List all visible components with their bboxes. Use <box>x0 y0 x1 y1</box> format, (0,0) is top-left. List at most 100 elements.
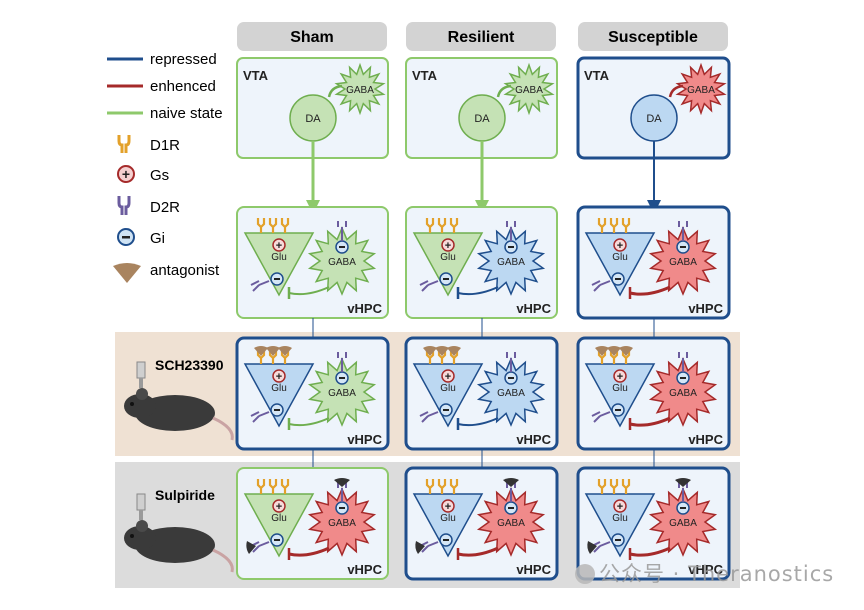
vhpc-label: vHPC <box>516 301 551 316</box>
glu-neuron <box>412 493 484 558</box>
vhpc-gaba-label: GABA <box>497 388 525 399</box>
d2r-receptor <box>250 411 270 423</box>
gs-plus-label: + <box>445 501 451 513</box>
d1r-receptor <box>449 479 459 494</box>
glu-neuron <box>243 232 315 297</box>
gi-minus-bar <box>274 539 280 541</box>
vhpc-gaba-neuron <box>648 357 718 427</box>
antagonist-wedge <box>334 478 350 487</box>
inhibitory-connection <box>457 546 499 557</box>
header-resilient <box>406 22 556 51</box>
vhpc-gaba-neuron <box>307 487 377 557</box>
vhpc-gaba-neuron <box>476 357 546 427</box>
antagonist-wedge <box>595 346 609 356</box>
gaba-gi-bar <box>339 246 345 248</box>
gs-plus-icon <box>613 238 627 252</box>
vhpc-gaba-neuron <box>476 226 546 296</box>
d1r-receptor <box>609 479 619 494</box>
glu-neuron <box>412 363 484 428</box>
antagonist-wedge <box>423 346 437 356</box>
gs-plus-icon <box>441 238 455 252</box>
d1r-receptor <box>449 218 459 233</box>
legend-enhenced-label: enhenced <box>150 78 216 95</box>
gs-plus-label: + <box>276 240 282 252</box>
glu-neuron <box>243 493 315 558</box>
gs-plus-label: + <box>445 371 451 383</box>
vhpc-gaba-label: GABA <box>497 518 525 529</box>
legend-gi-label: Gi <box>150 230 165 247</box>
inhibitory-connection <box>457 286 499 296</box>
header-sham-label: Sham <box>290 29 334 46</box>
vta-label: VTA <box>412 68 438 83</box>
d1r-receptor <box>621 218 631 233</box>
inhibitory-connection <box>288 286 330 296</box>
row-label-sulpiride: Sulpiride <box>155 487 215 503</box>
gaba-d2r-receptor <box>337 221 347 241</box>
d1r-receptor <box>597 479 607 494</box>
vta-label: VTA <box>243 68 269 83</box>
antagonist-wedge <box>607 346 621 356</box>
vhpc-label: vHPC <box>516 562 551 577</box>
d1r-receptor <box>256 218 266 233</box>
vhpc-gaba-neuron <box>648 226 718 296</box>
gs-plus-label: + <box>617 371 623 383</box>
glu-label: Glu <box>271 252 287 263</box>
d2r-receptor <box>591 411 611 423</box>
vhpc-gaba-neuron <box>648 487 718 557</box>
vhpc-gaba-label: GABA <box>669 518 697 529</box>
da-label: DA <box>646 113 662 125</box>
gaba-gi-bar <box>508 246 514 248</box>
gi-minus-bar <box>615 539 621 541</box>
vhpc-label: vHPC <box>347 301 382 316</box>
vhpc-gaba-neuron <box>307 357 377 427</box>
svg-text:+: + <box>122 166 130 182</box>
gs-plus-label: + <box>445 240 451 252</box>
vhpc-gaba-label: GABA <box>328 257 356 268</box>
gs-plus-icon <box>272 238 286 252</box>
vhpc-gaba-label: GABA <box>328 388 356 399</box>
header-resilient-label: Resilient <box>448 29 515 46</box>
gi-minus-bar <box>274 278 280 280</box>
vta-gaba-label: GABA <box>515 85 543 96</box>
glu-label: Glu <box>271 383 287 394</box>
gs-plus-label: + <box>617 501 623 513</box>
antagonist-wedge <box>266 346 280 356</box>
glu-neuron <box>243 363 315 428</box>
wechat-icon <box>575 564 595 584</box>
antagonist-wedge <box>619 346 633 356</box>
gs-plus-icon <box>441 499 455 513</box>
d2r-receptor <box>419 411 439 423</box>
gs-plus-icon <box>613 499 627 513</box>
header-susceptible-label: Susceptible <box>608 29 698 46</box>
glu-label: Glu <box>612 513 628 524</box>
inhibitory-connection <box>629 546 671 557</box>
gaba-d2r-receptor <box>506 352 516 372</box>
inhibitory-connection <box>457 417 499 427</box>
glu-label: Glu <box>440 513 456 524</box>
antagonist-wedge <box>587 541 597 554</box>
vta-gaba-label: GABA <box>346 85 374 96</box>
vta-gaba-neuron <box>334 62 386 116</box>
d2r-receptor-icon <box>117 196 131 215</box>
gaba-gi-bar <box>680 507 686 509</box>
inhibitory-connection <box>288 417 330 427</box>
inhibitory-connection <box>496 84 512 98</box>
gi-minus-bar <box>443 278 449 280</box>
glu-label: Glu <box>612 383 628 394</box>
d1r-receptor <box>268 218 278 233</box>
gaba-gi-bar <box>508 377 514 379</box>
vhpc-gaba-label: GABA <box>497 257 525 268</box>
column-headers: Sham Resilient Susceptible <box>237 22 728 51</box>
gs-plus-icon <box>272 499 286 513</box>
glu-label: Glu <box>612 252 628 263</box>
inhibitory-connection <box>629 285 671 296</box>
gaba-gi-bar <box>339 507 345 509</box>
glu-neuron <box>412 232 484 297</box>
antagonist-wedge <box>415 541 425 554</box>
antagonist-wedge <box>435 346 449 356</box>
gs-plus-icon <box>441 369 455 383</box>
gi-minus-bar <box>274 409 280 411</box>
gs-plus-icon <box>613 369 627 383</box>
vhpc-label: vHPC <box>688 432 723 447</box>
d1r-receptor <box>256 479 266 494</box>
